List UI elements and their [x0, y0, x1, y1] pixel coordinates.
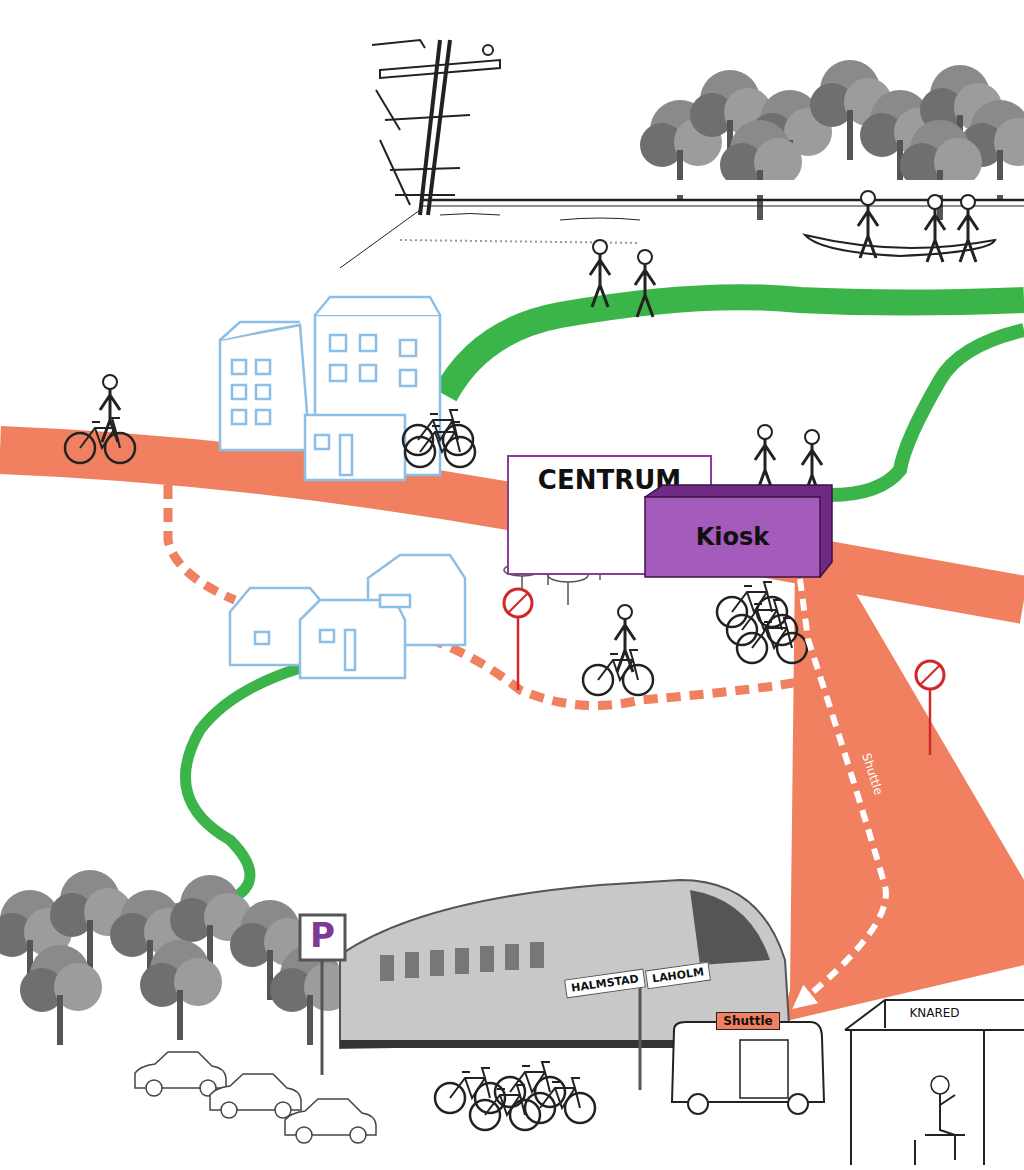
kiosk-roof — [645, 485, 832, 577]
parking — [135, 915, 376, 1143]
waiting-person — [931, 1076, 949, 1094]
kiosk-node: Kiosk — [645, 497, 820, 577]
node-label: Shuttle — [716, 1012, 779, 1030]
node-label: KNARED — [909, 1006, 959, 1020]
traffic-sign — [504, 589, 944, 755]
diving-tower — [372, 40, 500, 215]
waiting-person — [915, 1094, 965, 1165]
wheel — [688, 1094, 708, 1114]
destination-sign: LAHOLM — [645, 962, 711, 990]
runner — [590, 240, 610, 307]
trees — [0, 870, 352, 1045]
houses — [230, 555, 465, 678]
runner — [635, 250, 655, 317]
canoe — [805, 191, 995, 262]
shuttle-route — [796, 579, 886, 1006]
lake-shore — [340, 200, 1024, 268]
kiosk-front — [645, 497, 820, 577]
destination-sign: HALMSTAD — [564, 969, 646, 999]
shelter-outline — [845, 1000, 1024, 1170]
shuttle-node: Shuttle — [668, 1008, 828, 1116]
route-label: Shuttle — [858, 750, 886, 799]
shuttle-door — [740, 1040, 788, 1098]
parking-letter: P — [310, 915, 335, 955]
hiker — [755, 425, 775, 492]
wheel — [788, 1094, 808, 1114]
shelter-frame — [845, 1000, 1024, 1165]
shelter-node: KNARED — [845, 1000, 1024, 1170]
shuttle-body — [672, 1022, 824, 1102]
node-label: Kiosk — [696, 523, 770, 551]
apartment-building — [220, 297, 440, 480]
